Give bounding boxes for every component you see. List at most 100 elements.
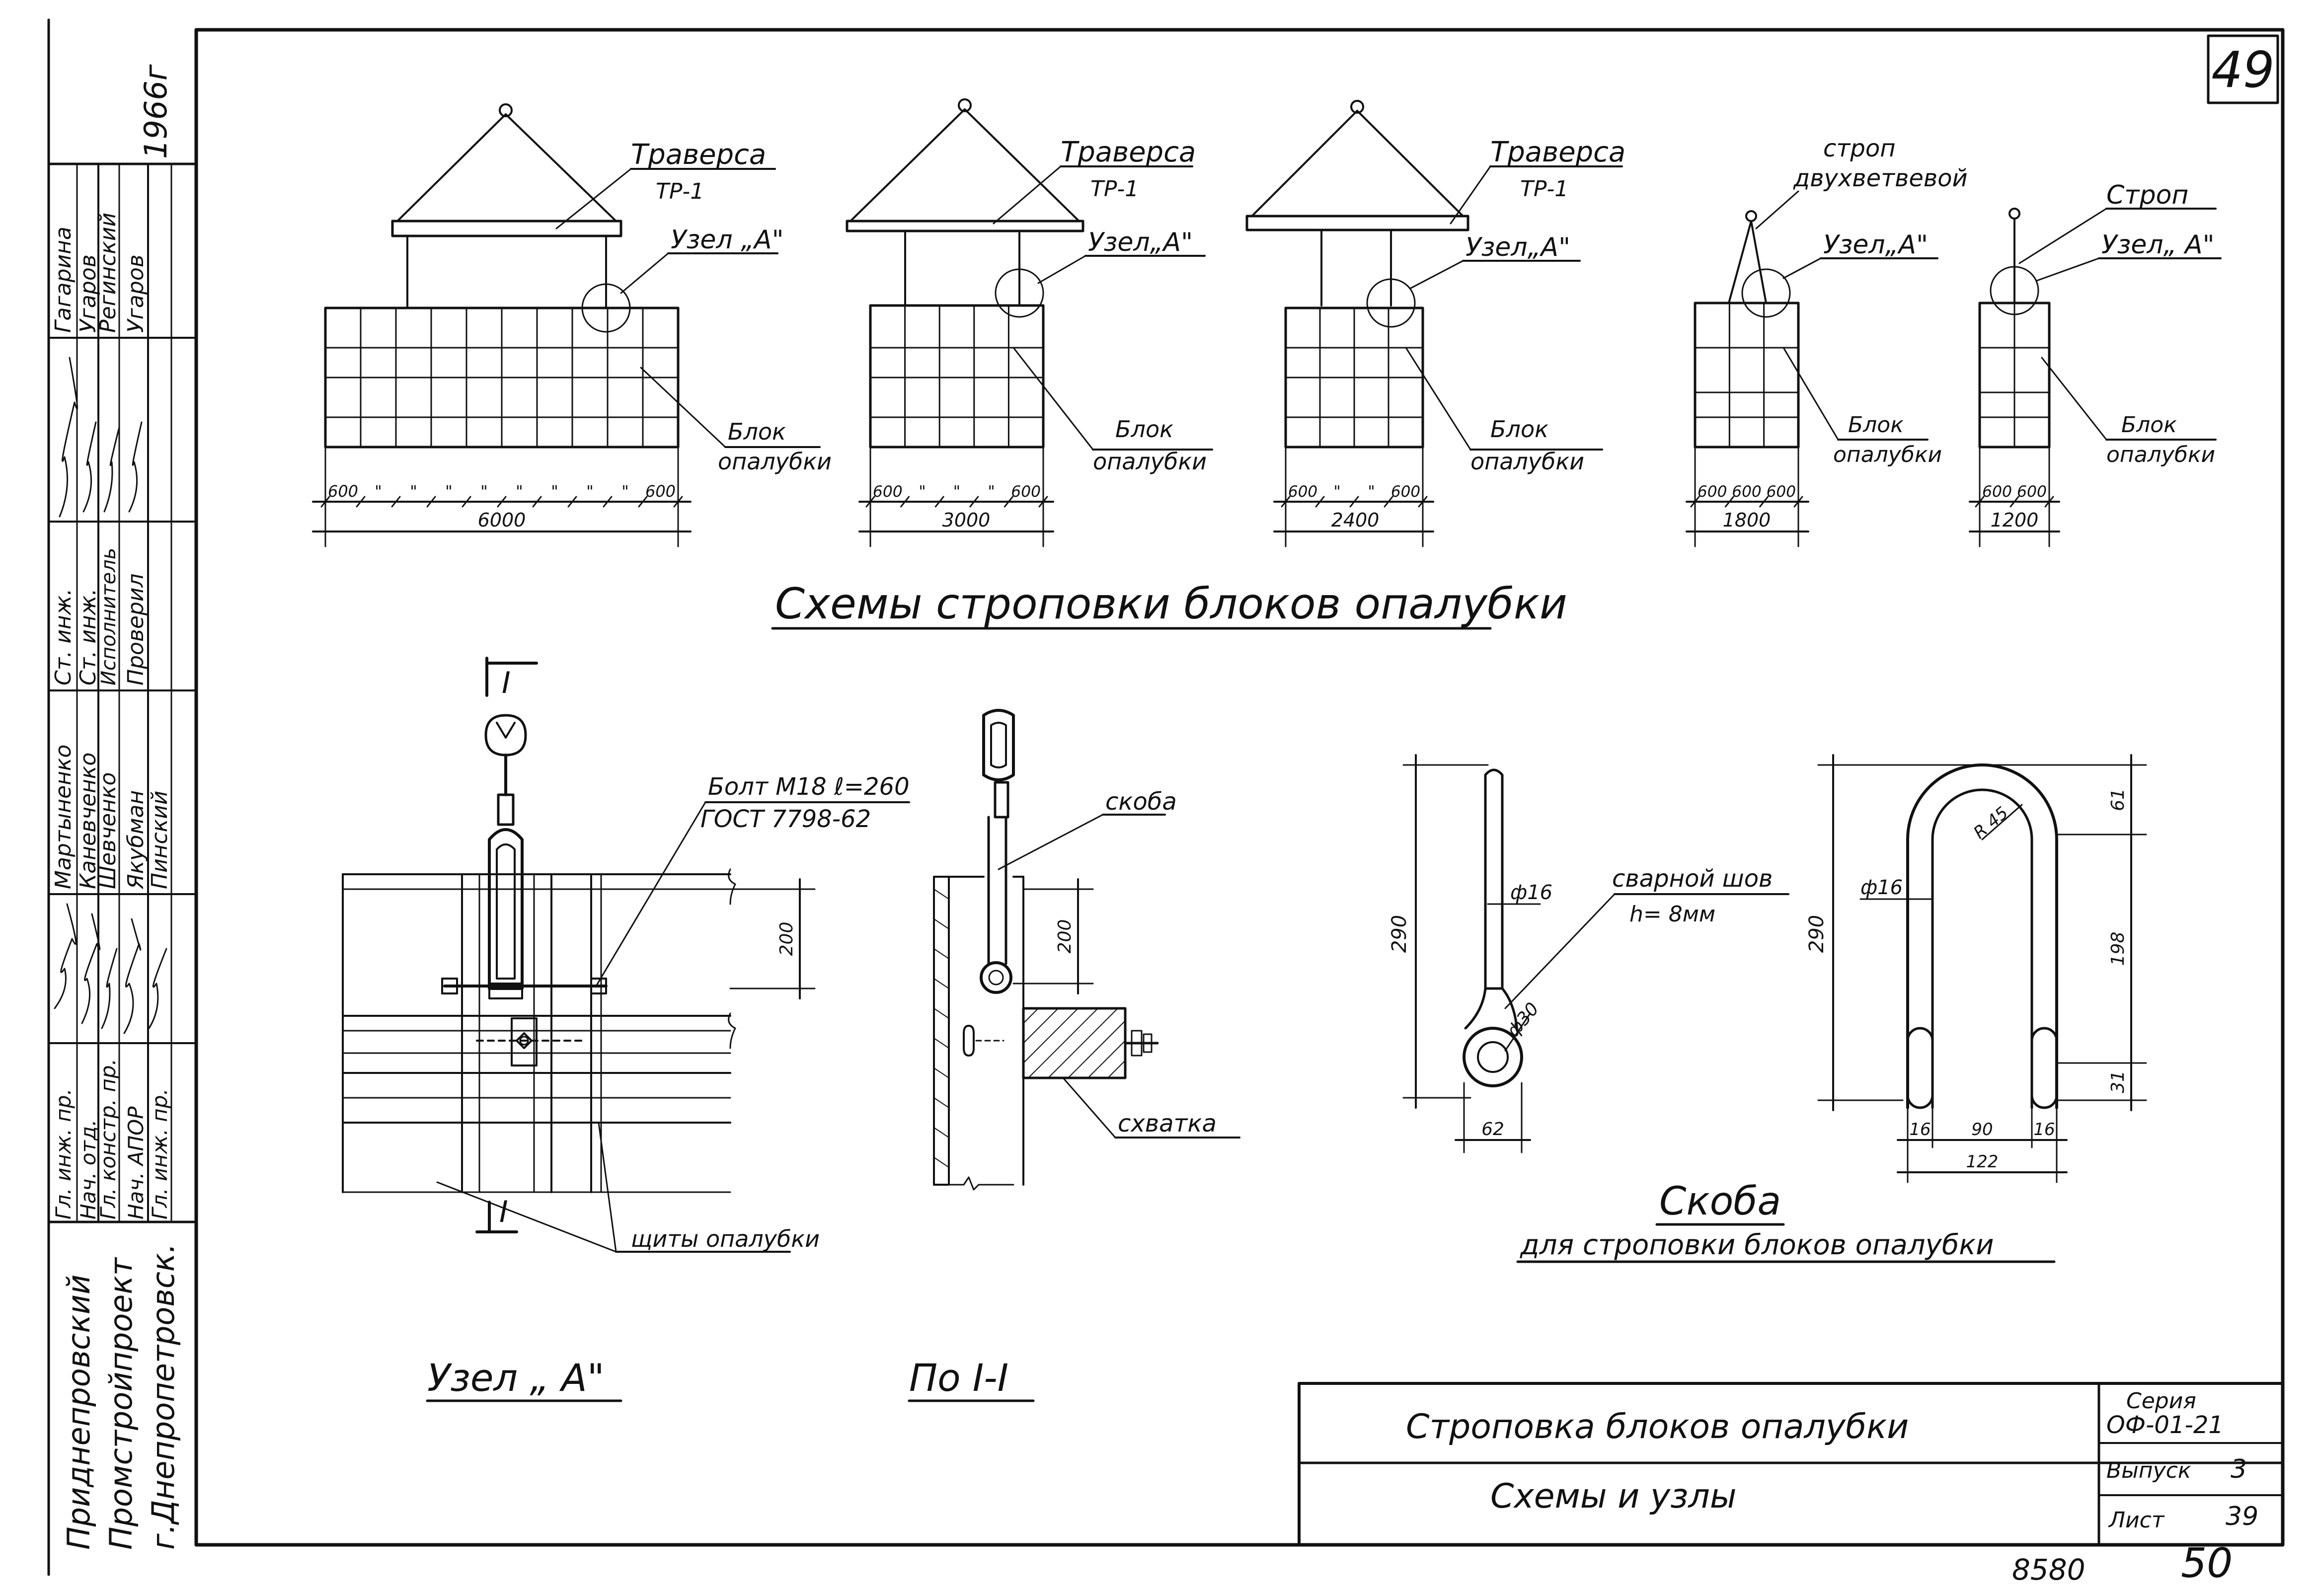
block-label-2: опалубки: [1470, 448, 1584, 475]
stamp-name: Пинский: [147, 791, 172, 889]
traverse-label: Траверса: [1061, 136, 1196, 168]
stamp-role: Нач. отд.: [76, 1120, 100, 1219]
module-dimension: ": [445, 482, 453, 501]
total-dimension: 2400: [1331, 509, 1380, 531]
section-mark-top: I: [502, 666, 511, 700]
stamp-name: Угаров: [123, 254, 149, 333]
weld-label: сварной шов: [1612, 865, 1773, 893]
stamp-year: 1966г: [138, 64, 174, 159]
stamp-name: Шевченко: [95, 772, 121, 889]
sling-label-2: двухветвевой: [1793, 164, 1968, 192]
bolt-label: Болт М18 ℓ=260: [708, 773, 910, 801]
schemes-title: Схемы строповки блоков опалубки: [775, 579, 1567, 629]
dimension-tick: [1004, 496, 1013, 508]
u-diameter: ф16: [1860, 876, 1903, 899]
bracket-height: 290: [1388, 915, 1411, 953]
module-dimension: 600: [2017, 483, 2047, 501]
sheet-value: 39: [2226, 1502, 2258, 1531]
stamp-name: Регинский: [95, 213, 121, 333]
scheme-2400: Траверса ТР-1 Узел„А" Блок опалубки 2400…: [1245, 100, 1625, 547]
stamp-name: Гагарина: [51, 227, 76, 333]
dimension-tick: [1315, 496, 1325, 508]
u-bottom-dim: 31: [2108, 1070, 2128, 1093]
dimension-200: 200: [1055, 919, 1075, 954]
block-label: Блок: [1490, 416, 1548, 443]
dimension-tick: [934, 496, 944, 508]
module-dimension: ": [551, 482, 558, 501]
dimension-tick: [1281, 496, 1291, 508]
rod-diameter: ф16: [1510, 881, 1552, 904]
left-stamp: 1966г Приднепровский Промстройпроект г.Д…: [47, 64, 198, 1550]
bracket-title: Скоба: [1659, 1179, 1781, 1224]
total-dimension: 1800: [1723, 509, 1771, 531]
dimension-tick: [1793, 496, 1803, 508]
module-dimension: 600: [1732, 483, 1762, 501]
module-dimension: 600: [328, 482, 358, 501]
total-dimension: 6000: [478, 509, 526, 531]
module-dimension: ": [988, 483, 995, 501]
block-label-2: опалубки: [2106, 442, 2215, 467]
module-dimension: ": [621, 482, 629, 501]
u-mid-dim: 198: [2108, 932, 2128, 966]
series-value: ОФ-01-21: [2106, 1411, 2224, 1439]
issue-value: 3: [2231, 1454, 2247, 1484]
node-a-label: Узел„А": [1823, 230, 1928, 260]
section-mark-bottom: I: [499, 1195, 508, 1229]
module-dimension: ": [919, 483, 926, 501]
module-dimension: 600: [1767, 483, 1796, 501]
eye-width: 62: [1481, 1119, 1504, 1140]
slinging-schemes: Траверса ТР-1 Узел „А" Блок опалубки 600…: [312, 98, 2222, 630]
node-a-caption: Узел „ А": [427, 1356, 605, 1400]
dimension-tick: [1418, 496, 1428, 508]
panels-label: щиты опалубки: [631, 1225, 820, 1252]
module-dimension: ": [1333, 483, 1340, 501]
dimension-tick: [1349, 496, 1359, 508]
dimension-tick: [426, 496, 436, 508]
dimension-tick: [1975, 496, 1985, 508]
module-dimension: ": [953, 483, 960, 501]
block-label: Блок: [1115, 416, 1173, 443]
title-block: Строповка блоков опалубки Схемы и узлы С…: [1298, 1382, 2284, 1546]
block-label-2: опалубки: [1833, 442, 1942, 467]
dimension-tick: [1038, 496, 1048, 508]
series-label: Серия: [2126, 1388, 2196, 1414]
dimension-tick: [391, 496, 401, 508]
stamp-org-line-3: г.Днепропетровск.: [145, 1243, 181, 1550]
module-dimension: 600: [1982, 483, 2012, 501]
dimension-tick: [900, 496, 910, 508]
section-1-1: скоба схватка 200 По I-I: [908, 709, 1240, 1402]
stamp-org-line-2: Промстройпроект: [103, 1257, 139, 1550]
block-label: Блок: [728, 418, 786, 445]
traverse-label: Траверса: [631, 139, 766, 171]
bolt-standard: ГОСТ 7798-62: [700, 805, 871, 833]
node-a-label: Узел „А": [671, 225, 784, 255]
node-a-label: Узел„ А": [2101, 230, 2215, 260]
dimension-tick: [462, 496, 471, 508]
dimension-tick: [1724, 496, 1734, 508]
dimension-tick: [497, 496, 507, 508]
drawing-subtitle: Схемы и узлы: [1490, 1477, 1737, 1516]
scheme-6000: Траверса ТР-1 Узел „А" Блок опалубки 600…: [312, 103, 832, 547]
stamp-signatures: [54, 357, 167, 1034]
module-dimension: ": [586, 482, 594, 501]
issue-label: Выпуск: [2106, 1458, 2191, 1483]
module-dimension: 600: [1698, 483, 1727, 501]
sheet-frame: 49: [47, 18, 2285, 1576]
section-caption: По I-I: [909, 1356, 1008, 1400]
dimension-tick: [356, 496, 366, 508]
stamp-role: Ст. инж.: [51, 589, 76, 685]
dimension-tick: [2044, 496, 2054, 508]
dimension-tick: [865, 496, 875, 508]
module-dimension: 600: [1288, 483, 1317, 501]
stamp-org-line-1: Приднепровский: [61, 1275, 97, 1550]
stamp-role: Гл. инж. пр.: [51, 1088, 76, 1219]
stamp-role: Гл. констр. пр.: [96, 1059, 120, 1219]
sling-label: Строп: [2106, 180, 2188, 210]
sling-label: строп: [1823, 135, 1896, 162]
u-width-total: 122: [1966, 1152, 1999, 1172]
bracket-subtitle: для строповки блоков опалубки: [1520, 1229, 1994, 1261]
sheet-number: 49: [2211, 41, 2274, 99]
dimension-tick: [603, 496, 613, 508]
u-radius: R 45: [1970, 803, 2012, 843]
sheet-label: Лист: [2108, 1508, 2165, 1533]
